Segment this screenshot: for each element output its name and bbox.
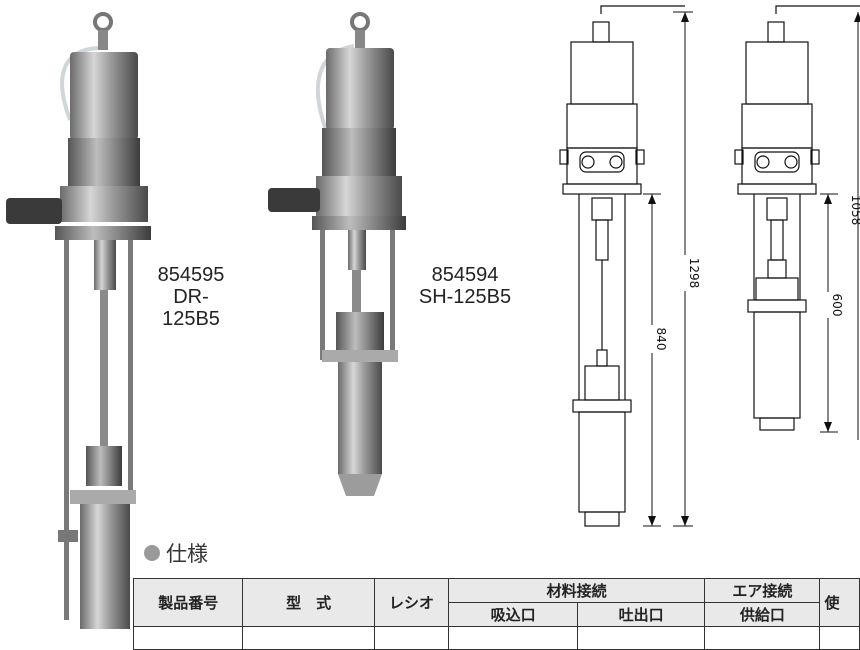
dimension-drawing-left: 1298 840 bbox=[559, 5, 701, 527]
header-air-connection: エア接続 bbox=[704, 578, 821, 603]
product-code-854594: 854594 bbox=[431, 264, 499, 286]
dimension-drawing-right: 1058 600 bbox=[734, 5, 860, 440]
product-label-2: 854594 SH-125B5 bbox=[405, 264, 525, 308]
header-supply-port: 供給口 bbox=[704, 602, 821, 627]
spec-table: 製品番号 型 式 レシオ 材料接続 エア接続 使 吸込口 吐出口 供給口 bbox=[132, 578, 860, 650]
section-title: 仕様 bbox=[166, 542, 208, 566]
header-product-no: 製品番号 bbox=[132, 578, 244, 627]
product-model-SH-125B5: SH-125B5 bbox=[418, 286, 512, 308]
dimension-lower-height-left: 840 bbox=[654, 328, 668, 351]
header-suction-port: 吸込口 bbox=[448, 602, 579, 627]
header-cut-column: 使 bbox=[819, 578, 860, 627]
header-model: 型 式 bbox=[242, 578, 375, 627]
product-label-1: 854595 DR-125B5 bbox=[146, 264, 236, 330]
header-ratio: レシオ bbox=[373, 578, 450, 627]
dimension-lower-height-right: 600 bbox=[830, 294, 844, 317]
table-row bbox=[132, 626, 860, 650]
dimension-total-height-left: 1298 bbox=[687, 258, 701, 289]
pump-photo-854594 bbox=[268, 12, 406, 496]
section-heading: 仕様 bbox=[144, 538, 208, 568]
dimension-total-height-right: 1058 bbox=[849, 195, 860, 226]
bullet-icon bbox=[144, 545, 160, 561]
header-discharge-port: 吐出口 bbox=[577, 602, 706, 627]
pump-photo-854595 bbox=[6, 12, 151, 629]
product-model-DR-125B5: DR-125B5 bbox=[162, 286, 220, 330]
product-code-854595: 854595 bbox=[157, 264, 225, 286]
header-material-connection: 材料接続 bbox=[448, 578, 706, 603]
